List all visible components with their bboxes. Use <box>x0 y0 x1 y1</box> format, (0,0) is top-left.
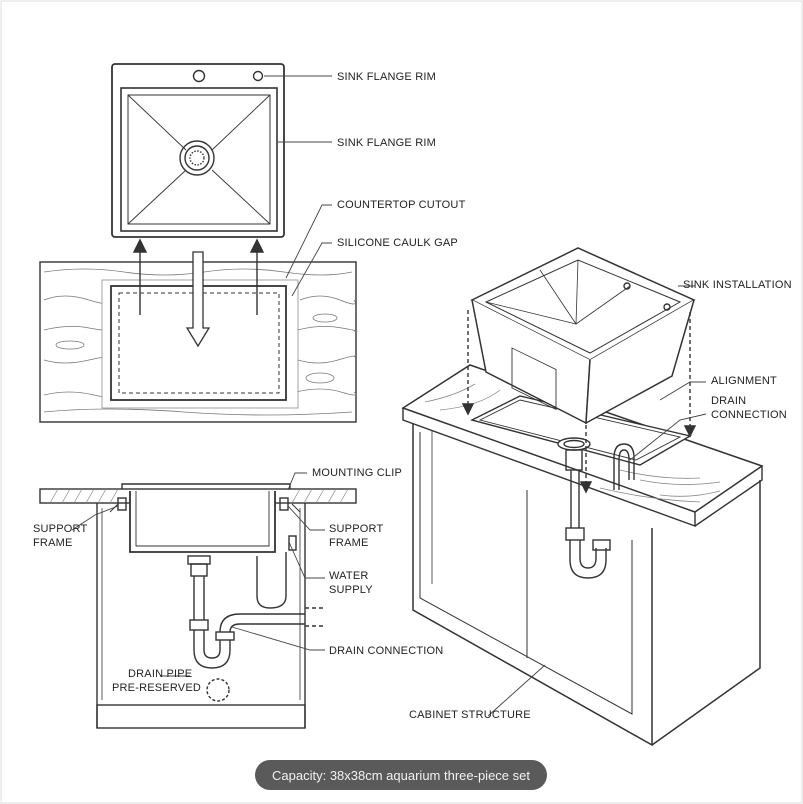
label-support-frame-right-1: SUPPORT <box>329 523 383 535</box>
down-arrow-icon <box>185 251 211 348</box>
label-support-frame-left-1: SUPPORT <box>33 523 87 535</box>
countertop-cutout-view <box>39 238 358 423</box>
label-drain-connection-center: DRAIN CONNECTION <box>329 645 443 657</box>
label-drain-connection-right-1: DRAIN <box>711 395 746 407</box>
side-section-view <box>39 483 357 729</box>
label-water-supply-1: WATER <box>329 570 369 582</box>
cabinet-isometric-view <box>401 247 764 747</box>
label-alignment: ALIGNMENT <box>711 375 777 387</box>
caption-badge: Capacity: 38x38cm aquarium three-piece s… <box>255 760 547 790</box>
label-drain-pipe-1: DRAIN PIPE <box>128 668 192 680</box>
label-mounting-clip: MOUNTING CLIP <box>312 467 402 479</box>
label-countertop-cutout: COUNTERTOP CUTOUT <box>337 199 466 211</box>
drain-strainer-icon <box>179 140 215 176</box>
label-drain-connection-right-2: CONNECTION <box>711 409 787 421</box>
label-sink-flange-rim-top: SINK FLANGE RIM <box>337 71 436 83</box>
label-cabinet-structure: CABINET STRUCTURE <box>409 709 531 721</box>
caption-text: Capacity: 38x38cm aquarium three-piece s… <box>272 767 530 783</box>
label-support-frame-right-2: FRAME <box>329 537 369 549</box>
sink-top-view <box>111 63 285 238</box>
label-water-supply-2: SUPPLY <box>329 584 373 596</box>
label-sink-installation: SINK INSTALLATION <box>683 279 792 291</box>
leader-lines <box>71 75 707 717</box>
label-silicone-caulk-gap: SILICONE CAULK GAP <box>337 237 458 249</box>
label-sink-flange-rim: SINK FLANGE RIM <box>337 137 436 149</box>
label-support-frame-left-2: FRAME <box>33 537 73 549</box>
label-drain-pipe-2: PRE-RESERVED <box>112 682 201 694</box>
